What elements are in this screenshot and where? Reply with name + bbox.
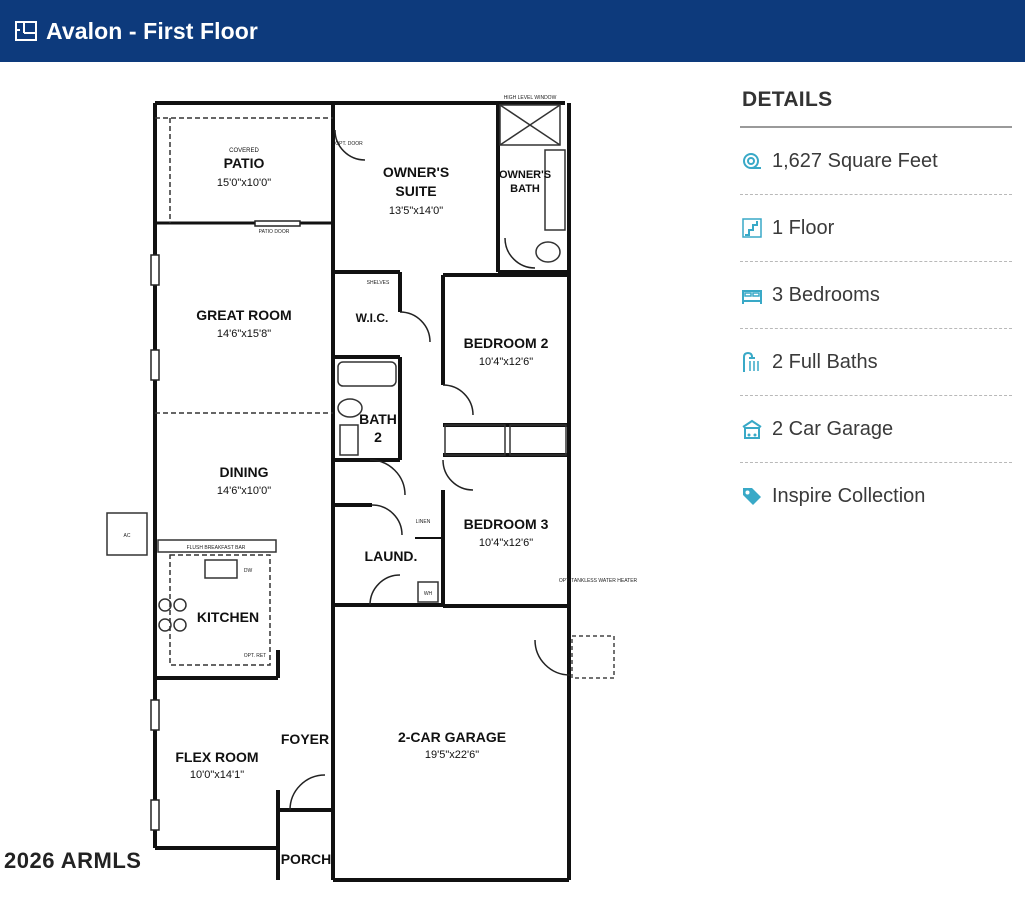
room-garage-dims: 19'5"x22'6" <box>425 749 479 761</box>
area-icon <box>740 149 764 173</box>
detail-label: 1,627 Square Feet <box>772 149 938 172</box>
tag-icon <box>740 484 764 508</box>
header-bar: Avalon - First Floor <box>0 0 1025 62</box>
room-great-room-dims: 14'6"x15'8" <box>217 328 271 340</box>
room-bedroom3: BEDROOM 3 <box>464 516 549 532</box>
bed-icon <box>740 283 764 307</box>
label-wh: WH <box>424 591 433 597</box>
label-linen: LINEN <box>416 519 431 525</box>
room-dining-dims: 14'6"x10'0" <box>217 485 271 497</box>
room-garage: 2-CAR GARAGE <box>398 729 506 745</box>
label-ac: AC <box>124 533 131 539</box>
room-bedroom2-dims: 10'4"x12'6" <box>479 356 533 368</box>
detail-label: Inspire Collection <box>772 484 926 507</box>
detail-label: 1 Floor <box>772 216 835 239</box>
stairs-icon <box>740 216 764 240</box>
shower-icon <box>740 350 764 374</box>
detail-garage: 2 Car Garage <box>740 396 1012 463</box>
room-kitchen: KITCHEN <box>197 609 259 625</box>
details-divider <box>740 126 1012 128</box>
detail-square-feet: 1,627 Square Feet <box>740 128 1012 195</box>
detail-label: 2 Full Baths <box>772 350 878 373</box>
room-foyer: FOYER <box>281 731 329 747</box>
room-flex-dims: 10'0"x14'1" <box>190 769 244 781</box>
room-bath2: BATH <box>359 411 397 427</box>
label-flush-bar: FLUSH BREAKFAST BAR <box>187 545 246 551</box>
room-great-room: GREAT ROOM <box>196 307 291 323</box>
room-owners-suite-2: SUITE <box>395 183 436 199</box>
room-laundry: LAUND. <box>365 548 418 564</box>
label-dw: DW <box>244 568 253 574</box>
label-shelves: SHELVES <box>367 280 390 286</box>
page-title: Avalon - First Floor <box>46 17 258 44</box>
floorplan-icon <box>14 19 38 43</box>
details-panel: DETAILS 1,627 Square Feet 1 Floor 3 Bedr… <box>740 62 1012 529</box>
label-opt-ret: OPT. RET <box>244 653 267 659</box>
detail-label: 2 Car Garage <box>772 417 894 440</box>
room-flex: FLEX ROOM <box>175 749 258 765</box>
garage-icon <box>740 417 764 441</box>
detail-baths: 2 Full Baths <box>740 329 1012 396</box>
floor-plan-drawing: PATIO COVERED 15'0"x10'0" OWNER'S SUITE … <box>106 95 638 882</box>
ac-unit <box>106 512 148 556</box>
detail-collection: Inspire Collection <box>740 463 1012 529</box>
room-wic: W.I.C. <box>356 311 389 325</box>
room-patio-note: COVERED <box>229 148 259 154</box>
room-bath2-2: 2 <box>374 429 382 445</box>
detail-label: 3 Bedrooms <box>772 283 880 306</box>
room-owners-bath-2: BATH <box>510 183 540 195</box>
room-owners-suite: OWNER'S <box>383 164 449 180</box>
room-dining: DINING <box>220 464 269 480</box>
room-bedroom2: BEDROOM 2 <box>464 335 549 351</box>
floor-plan: PATIO COVERED 15'0"x10'0" OWNER'S SUITE … <box>0 62 720 905</box>
room-owners-bath: OWNER'S <box>499 169 551 181</box>
label-high-level-window: HIGH LEVEL WINDOW <box>504 95 557 101</box>
details-heading: DETAILS <box>742 88 833 111</box>
detail-floors: 1 Floor <box>740 195 1012 262</box>
label-patio-door: PATIO DOOR <box>259 229 290 235</box>
room-patio-dims: 15'0"x10'0" <box>217 177 271 189</box>
room-porch: PORCH <box>281 851 332 867</box>
detail-bedrooms: 3 Bedrooms <box>740 262 1012 329</box>
room-patio: PATIO <box>224 155 265 171</box>
label-opt-tankless: OPT. TANKLESS WATER HEATER <box>559 578 638 584</box>
room-bedroom3-dims: 10'4"x12'6" <box>479 537 533 549</box>
room-owners-suite-dims: 13'5"x14'0" <box>389 205 443 217</box>
watermark: 2026 ARMLS <box>4 848 142 873</box>
label-opt-door: OPT. DOOR <box>335 141 363 147</box>
